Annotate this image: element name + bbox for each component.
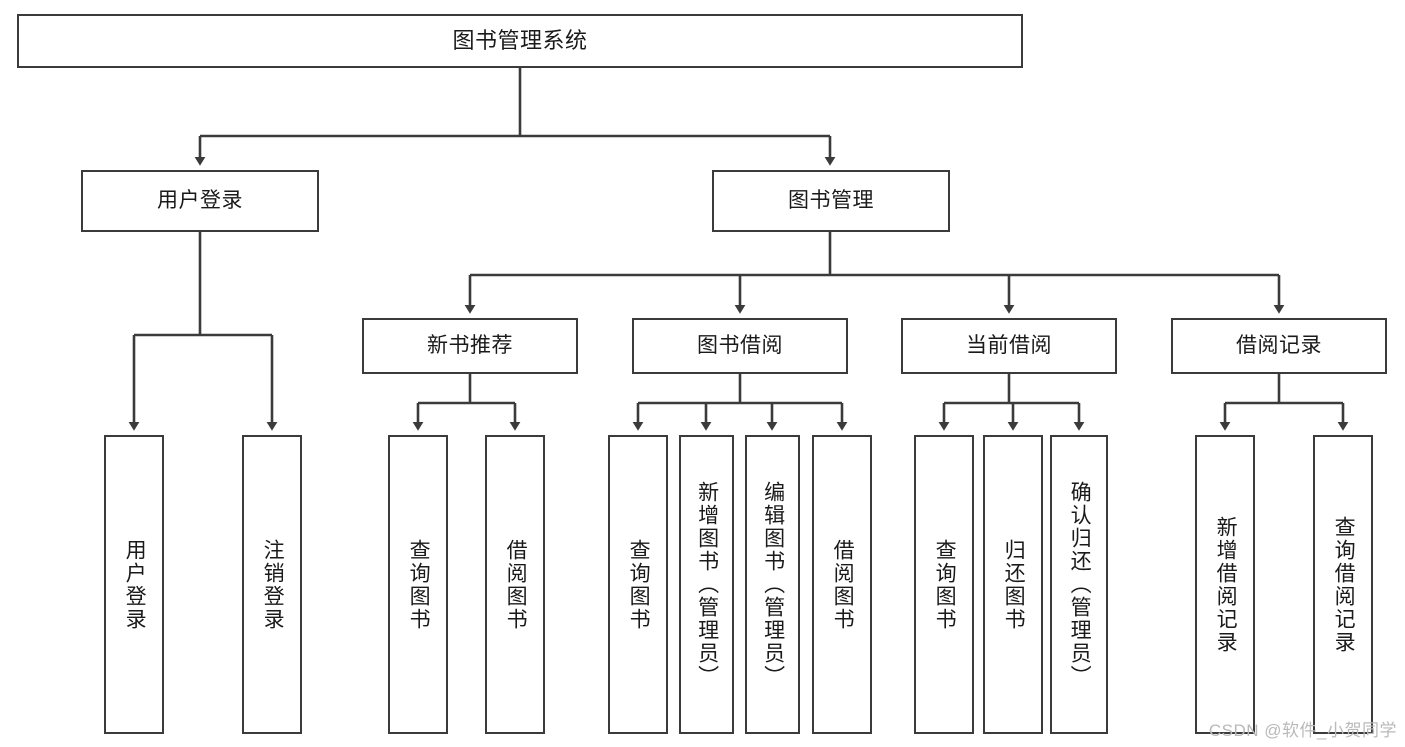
node-book-borrow[interactable]: 图书借阅	[632, 318, 848, 374]
leaf-return-book[interactable]: 归还图书	[983, 435, 1043, 734]
leaf-query-book-current[interactable]: 查询图书	[914, 435, 974, 734]
node-user-login[interactable]: 用户登录	[81, 170, 319, 232]
leaf-query-book-recommend[interactable]: 查询图书	[388, 435, 448, 734]
leaf-user-login[interactable]: 用户登录	[104, 435, 164, 734]
leaf-edit-book-admin[interactable]: 编辑图书（管理员）	[745, 435, 800, 734]
node-book-manage[interactable]: 图书管理	[712, 170, 950, 232]
leaf-add-book-admin[interactable]: 新增图书（管理员）	[679, 435, 734, 734]
leaf-confirm-return-admin[interactable]: 确认归还（管理员）	[1050, 435, 1108, 734]
leaf-borrow-book[interactable]: 借阅图书	[812, 435, 872, 734]
leaf-borrow-book-recommend[interactable]: 借阅图书	[485, 435, 545, 734]
leaf-add-borrow-record[interactable]: 新增借阅记录	[1195, 435, 1255, 734]
csdn-watermark: CSDN @软件_小贺同学	[1208, 721, 1397, 740]
node-new-book-recommend[interactable]: 新书推荐	[362, 318, 578, 374]
node-current-borrow[interactable]: 当前借阅	[901, 318, 1117, 374]
leaf-logout[interactable]: 注销登录	[242, 435, 302, 734]
node-root[interactable]: 图书管理系统	[17, 14, 1023, 68]
leaf-query-borrow-record[interactable]: 查询借阅记录	[1313, 435, 1373, 734]
leaf-query-book-borrow[interactable]: 查询图书	[608, 435, 668, 734]
node-borrow-record[interactable]: 借阅记录	[1171, 318, 1387, 374]
